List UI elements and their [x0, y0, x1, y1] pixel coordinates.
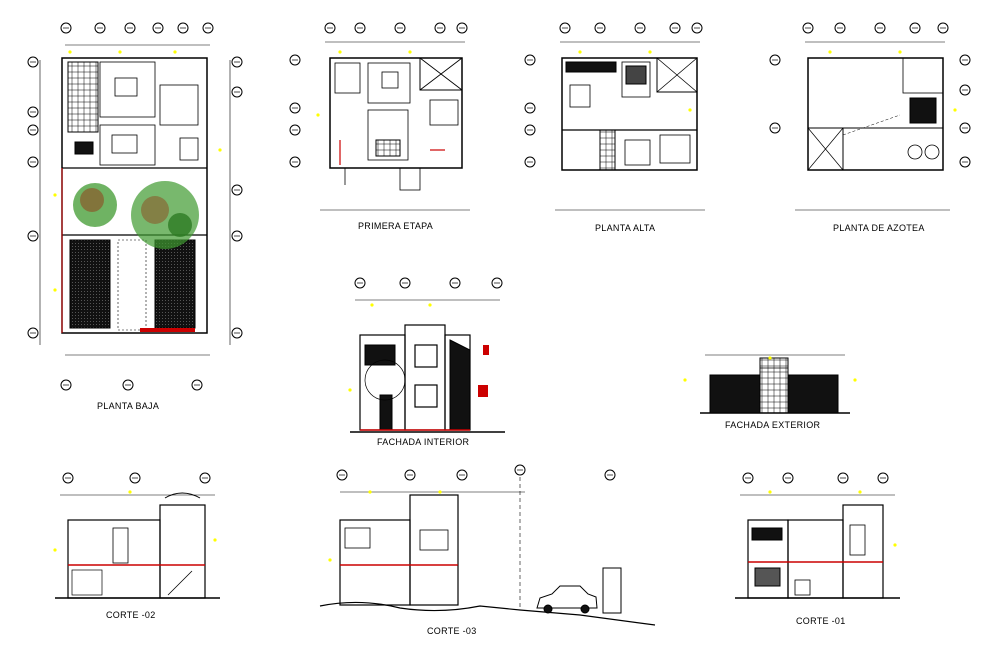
elevation-fachada-exterior [700, 354, 850, 414]
axis-markers-planta-azotea [769, 22, 971, 168]
section-corte-02 [55, 492, 220, 599]
label-planta-azotea: PLANTA DE AZOTEA [833, 223, 925, 233]
section-corte-01 [735, 494, 900, 599]
car-icon [536, 585, 598, 614]
plan-planta-baja [39, 44, 231, 356]
label-primera-etapa: PRIMERA ETAPA [358, 221, 434, 231]
plan-planta-alta [555, 41, 705, 211]
label-planta-baja: PLANTA BAJA [97, 401, 160, 411]
label-corte-02: CORTE -02 [106, 610, 156, 620]
elevation-fachada-interior [350, 299, 505, 433]
vegetation-planta-baja [73, 181, 199, 249]
label-planta-alta: PLANTA ALTA [595, 223, 656, 233]
axis-markers-fachada-interior [354, 277, 503, 289]
label-corte-03: CORTE -03 [427, 626, 477, 636]
label-fachada-interior: FACHADA INTERIOR [377, 437, 470, 447]
axis-markers-corte-03 [336, 464, 616, 481]
axis-markers-corte-02 [62, 472, 211, 484]
plan-primera-etapa [320, 41, 470, 211]
label-fachada-exterior: FACHADA EXTERIOR [725, 420, 821, 430]
axis-markers-corte-01 [742, 472, 889, 484]
section-corte-03 [319, 470, 656, 626]
annotation-dots [53, 50, 957, 562]
label-corte-01: CORTE -01 [796, 616, 846, 626]
plan-planta-azotea [795, 41, 950, 211]
